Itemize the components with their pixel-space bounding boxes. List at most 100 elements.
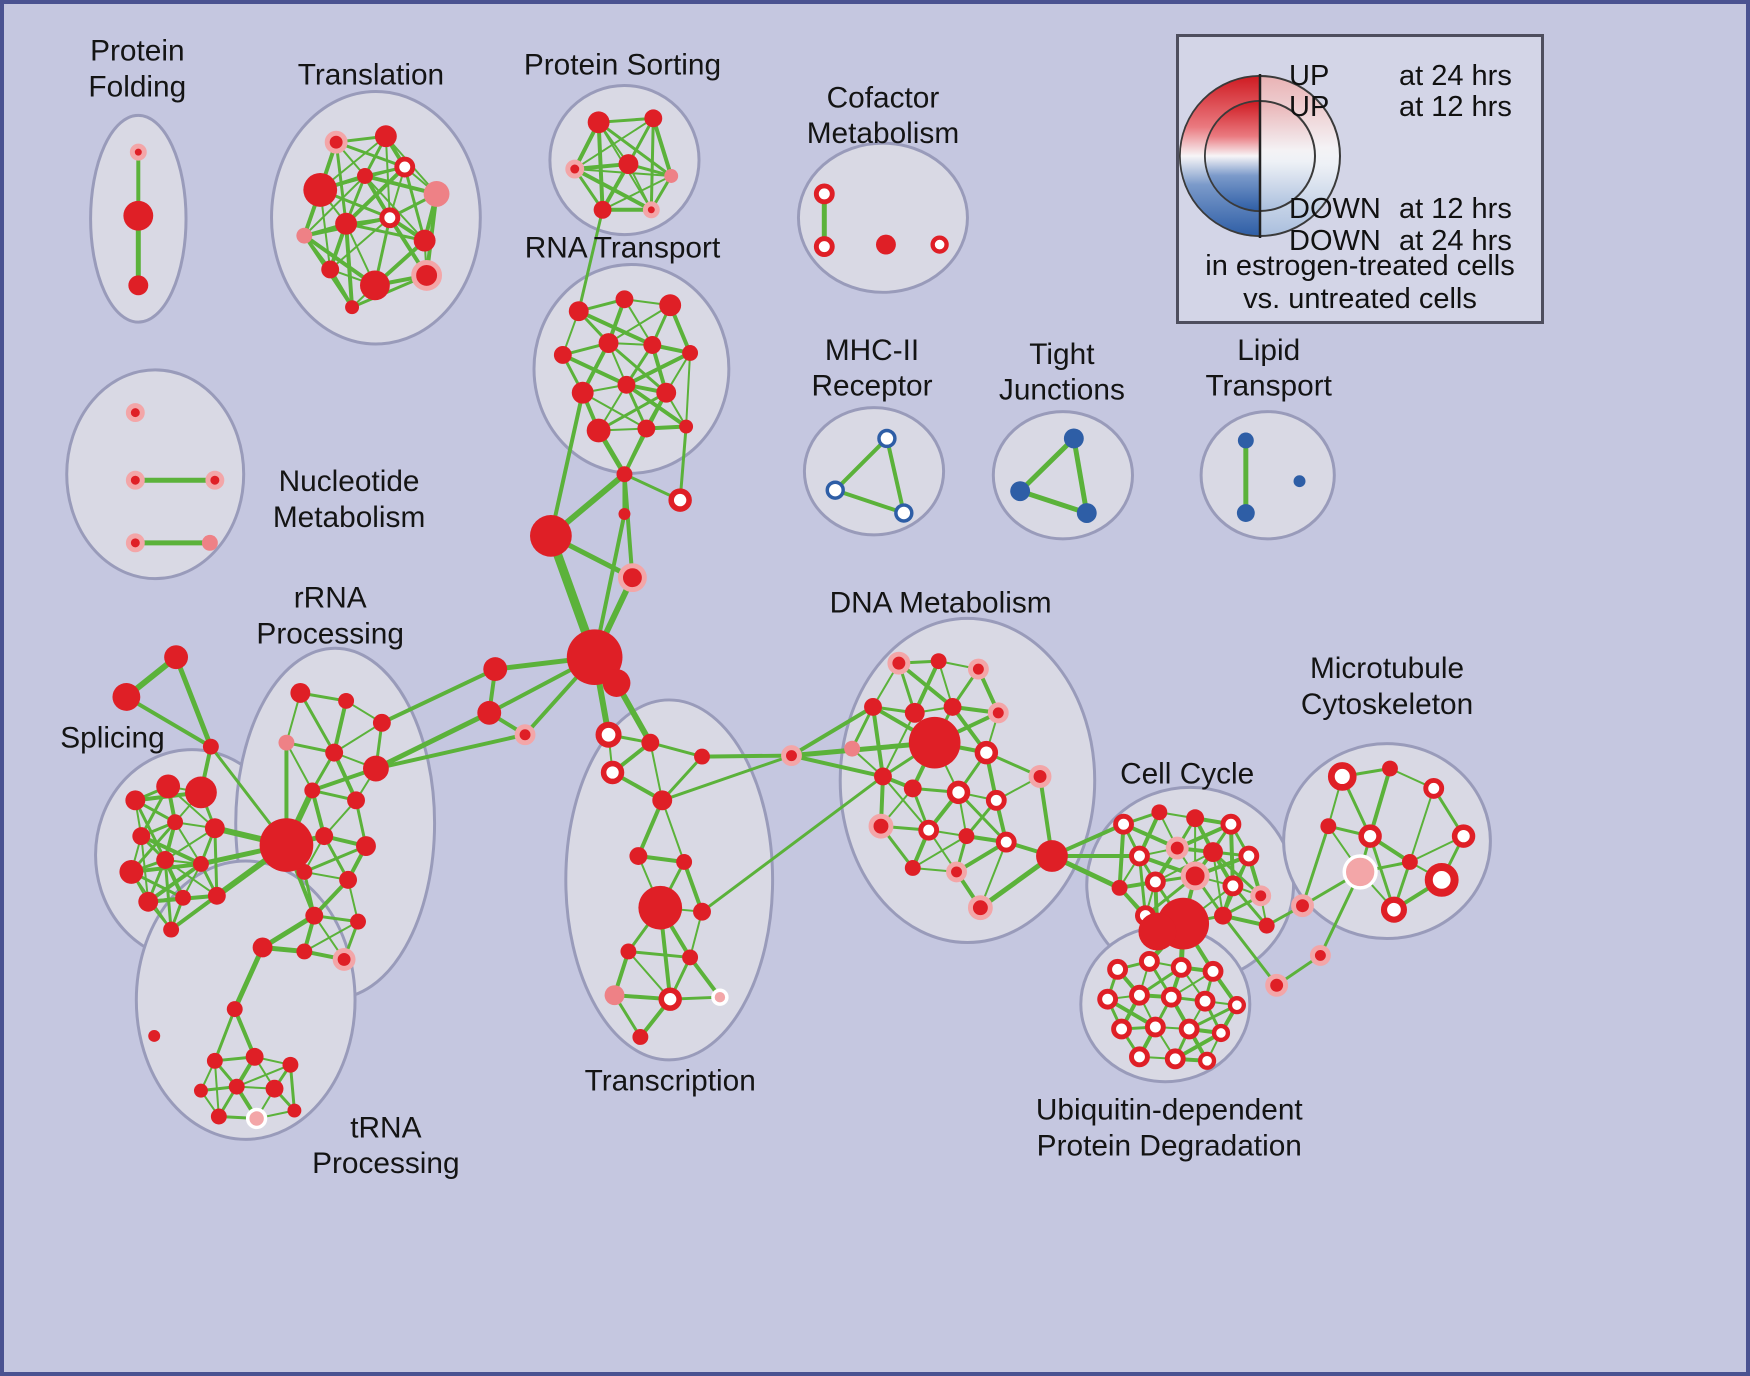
network-node[interactable] <box>1178 1018 1200 1040</box>
network-node[interactable] <box>1227 996 1247 1015</box>
network-node[interactable] <box>813 183 835 205</box>
network-node[interactable] <box>875 234 896 255</box>
network-node[interactable] <box>1111 879 1128 896</box>
network-node[interactable] <box>1180 861 1210 891</box>
network-node[interactable] <box>995 831 1017 853</box>
network-node[interactable] <box>711 988 729 1006</box>
network-node[interactable] <box>372 713 391 732</box>
network-node[interactable] <box>335 212 358 235</box>
network-node[interactable] <box>252 937 273 958</box>
network-node[interactable] <box>1211 1023 1231 1043</box>
network-node[interactable] <box>1028 765 1052 788</box>
network-node[interactable] <box>904 702 925 723</box>
network-node[interactable] <box>643 336 662 354</box>
network-node[interactable] <box>347 791 365 810</box>
network-node[interactable] <box>193 1083 208 1098</box>
network-node[interactable] <box>324 130 348 154</box>
network-node[interactable] <box>604 985 625 1006</box>
network-node[interactable] <box>598 333 619 353</box>
network-node[interactable] <box>245 1107 268 1130</box>
network-node[interactable] <box>207 886 226 905</box>
network-node[interactable] <box>1170 956 1192 978</box>
network-node[interactable] <box>1401 854 1418 870</box>
network-node[interactable] <box>618 508 631 520</box>
network-node[interactable] <box>664 169 679 183</box>
network-node[interactable] <box>987 702 1009 724</box>
network-node[interactable] <box>164 645 189 670</box>
network-node[interactable] <box>1451 824 1476 848</box>
network-node[interactable] <box>1238 845 1260 867</box>
network-node[interactable] <box>1107 958 1129 980</box>
network-node[interactable] <box>411 260 443 291</box>
network-node[interactable] <box>930 653 947 670</box>
network-node[interactable] <box>844 740 861 757</box>
network-node[interactable] <box>278 734 295 751</box>
network-node[interactable] <box>357 168 373 184</box>
network-node[interactable] <box>1309 944 1331 966</box>
network-node[interactable] <box>586 418 611 443</box>
network-node[interactable] <box>530 515 572 557</box>
network-node[interactable] <box>1076 503 1097 523</box>
network-node[interactable] <box>694 748 710 765</box>
network-node[interactable] <box>1424 862 1459 897</box>
network-node[interactable] <box>296 943 313 960</box>
network-node[interactable] <box>132 827 151 846</box>
network-node[interactable] <box>305 906 324 925</box>
network-node[interactable] <box>571 381 594 404</box>
network-node[interactable] <box>125 790 146 811</box>
network-node[interactable] <box>1138 950 1160 972</box>
network-node[interactable] <box>1291 894 1314 918</box>
network-node[interactable] <box>321 260 340 279</box>
network-node[interactable] <box>163 921 180 938</box>
network-node[interactable] <box>656 382 677 403</box>
network-node[interactable] <box>642 201 660 219</box>
network-node[interactable] <box>616 466 633 483</box>
network-node[interactable] <box>620 943 637 960</box>
network-node[interactable] <box>1194 990 1216 1012</box>
network-node[interactable] <box>668 488 692 512</box>
network-node[interactable] <box>204 818 225 839</box>
network-node[interactable] <box>1111 1018 1132 1040</box>
network-node[interactable] <box>693 902 711 921</box>
network-node[interactable] <box>1113 813 1134 835</box>
network-node[interactable] <box>303 173 338 207</box>
network-node[interactable] <box>1144 871 1166 893</box>
network-node[interactable] <box>1236 504 1255 522</box>
network-node[interactable] <box>112 683 141 711</box>
network-node[interactable] <box>379 207 401 229</box>
network-node[interactable] <box>682 345 699 361</box>
network-node[interactable] <box>1203 842 1223 862</box>
network-node[interactable] <box>1382 760 1398 777</box>
network-node[interactable] <box>946 780 971 805</box>
network-node[interactable] <box>1342 854 1378 890</box>
network-node[interactable] <box>423 180 450 207</box>
network-node[interactable] <box>587 111 610 134</box>
network-node[interactable] <box>1380 896 1407 923</box>
network-node[interactable] <box>1144 1016 1166 1038</box>
network-node[interactable] <box>192 856 209 872</box>
network-node[interactable] <box>617 375 636 394</box>
network-node[interactable] <box>595 721 622 748</box>
network-node[interactable] <box>123 200 154 231</box>
network-node[interactable] <box>1222 875 1244 897</box>
network-node[interactable] <box>641 733 660 752</box>
network-node[interactable] <box>167 814 184 831</box>
network-node[interactable] <box>205 470 225 490</box>
network-node[interactable] <box>1250 885 1272 907</box>
network-node[interactable] <box>894 503 914 523</box>
network-node[interactable] <box>1237 432 1254 449</box>
network-node[interactable] <box>946 861 967 883</box>
network-node[interactable] <box>1265 973 1289 997</box>
network-node[interactable] <box>362 755 389 782</box>
network-node[interactable] <box>282 1056 299 1073</box>
network-node[interactable] <box>825 480 845 500</box>
network-node[interactable] <box>338 692 355 709</box>
network-node[interactable] <box>1293 475 1306 488</box>
network-node[interactable] <box>350 913 366 930</box>
network-node[interactable] <box>119 859 144 884</box>
network-node[interactable] <box>676 854 693 870</box>
network-node[interactable] <box>1327 762 1357 791</box>
network-node[interactable] <box>1151 804 1168 821</box>
network-node[interactable] <box>658 987 682 1011</box>
network-node[interactable] <box>138 891 159 912</box>
